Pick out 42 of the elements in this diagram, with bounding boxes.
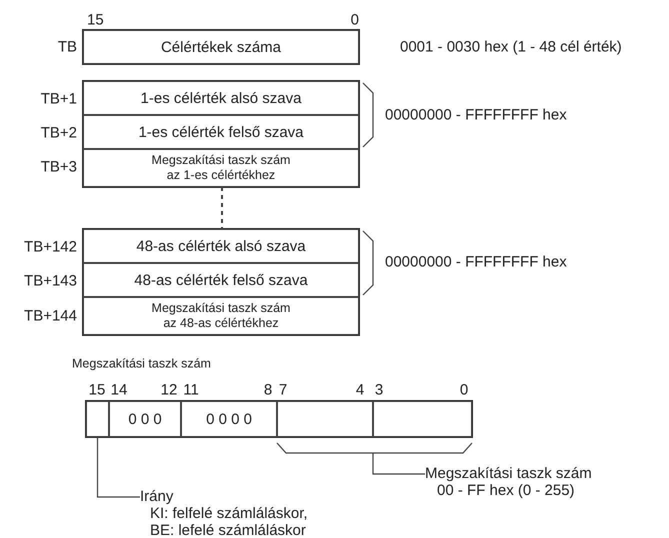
field-label: 0 0 0 0 bbox=[206, 410, 252, 428]
address-label: TB+3 bbox=[40, 158, 77, 176]
field-label: Megszakítási taszk szám az 1-es célértékhez bbox=[150, 153, 292, 183]
field-label: 1-es célérték alsó szava bbox=[140, 90, 302, 106]
bit-number: 0 bbox=[460, 382, 468, 398]
field-label: 1-es célérték felső szava bbox=[138, 124, 304, 140]
callout-text: BE: lefelé számláláskor bbox=[149, 522, 306, 538]
register-cell bbox=[373, 401, 472, 437]
bit-number: 15 bbox=[87, 12, 104, 28]
address-label: TB+144 bbox=[24, 308, 77, 324]
bit-number: 7 bbox=[278, 382, 288, 398]
value-range: 0001 - 0030 hex (1 - 48 cél érték) bbox=[400, 38, 622, 56]
field-label: 0 0 0 bbox=[128, 410, 162, 428]
bit-number: 0 bbox=[350, 12, 359, 28]
address-label: TB+142 bbox=[24, 238, 77, 256]
field-label: Megszakítási taszk szám az 48-as célértékhez bbox=[150, 301, 292, 331]
address-label: TB bbox=[58, 38, 77, 56]
address-label: TB+143 bbox=[24, 272, 77, 290]
field-label: 48-as célérték alsó szava bbox=[136, 238, 306, 254]
value-range: 00000000 - FFFFFFFF hex bbox=[385, 106, 567, 124]
register-cell bbox=[277, 401, 373, 437]
field-label: Célértékek száma bbox=[160, 38, 282, 56]
continuation-line bbox=[221, 187, 223, 229]
bit-number: 4 bbox=[356, 382, 364, 398]
section-title: Megszakítási taszk szám bbox=[72, 356, 211, 372]
bit-number: 12 bbox=[160, 382, 178, 398]
value-range: 00000000 - FFFFFFFF hex bbox=[385, 254, 567, 270]
bit-number: 15 bbox=[88, 382, 106, 398]
bit-number: 14 bbox=[110, 382, 128, 398]
bit-number: 8 bbox=[264, 382, 272, 398]
register-cell bbox=[86, 401, 109, 437]
callout-text: Megszakítási taszk szám bbox=[425, 465, 592, 482]
bit-number: 11 bbox=[183, 382, 199, 398]
leader-line bbox=[96, 437, 140, 498]
field-label: 48-as célérték felső szava bbox=[134, 272, 308, 288]
callout-text: Irány bbox=[140, 488, 174, 505]
callout-text: KI: felfelé számláláskor, bbox=[149, 505, 308, 522]
leader-line bbox=[372, 453, 425, 475]
callout-text: 00 - FF hex (0 - 255) bbox=[436, 482, 575, 499]
address-label: TB+2 bbox=[40, 124, 77, 142]
address-label: TB+1 bbox=[40, 90, 77, 108]
bit-number: 3 bbox=[374, 382, 384, 398]
